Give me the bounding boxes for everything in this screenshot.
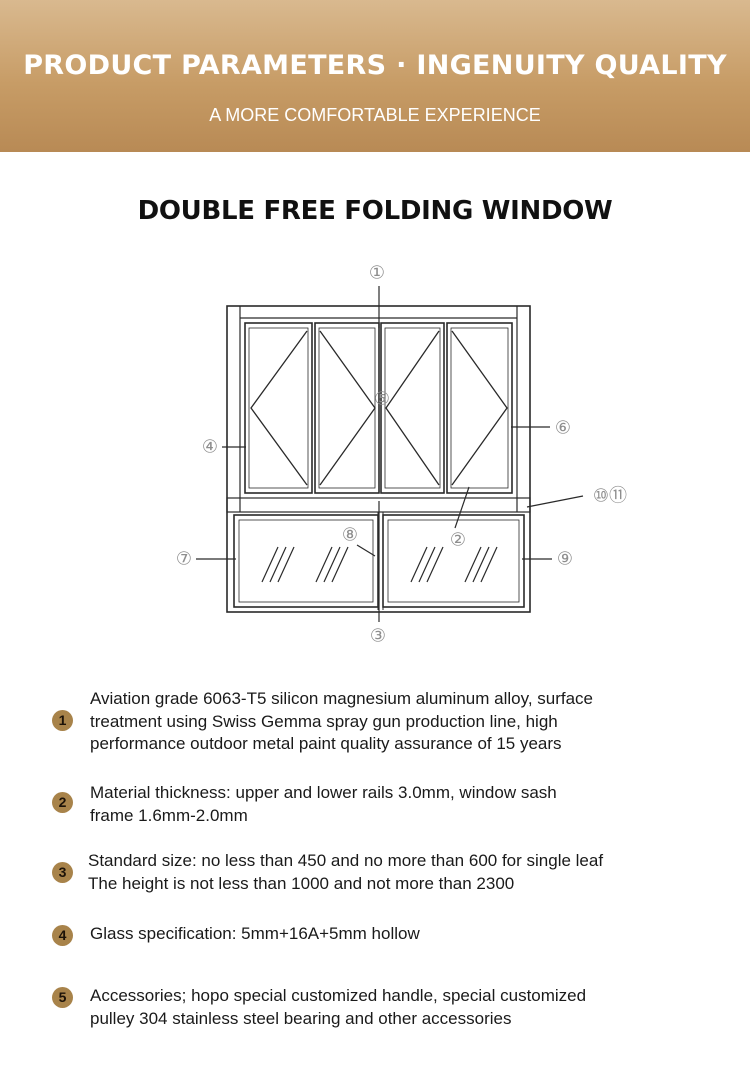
header-banner: PRODUCT PARAMETERS · INGENUITY QUALITY A… — [0, 0, 750, 152]
callout-10-11: ⑩⑪ — [593, 486, 627, 507]
callout-4: ④ — [202, 437, 218, 458]
product-title: DOUBLE FREE FOLDING WINDOW — [137, 196, 613, 226]
fold-line-3 — [385, 330, 440, 486]
callout-1: ① — [369, 263, 385, 284]
callout-8: ⑧ — [342, 525, 358, 546]
banner-title: PRODUCT PARAMETERS · INGENUITY QUALITY — [23, 50, 727, 81]
banner-subtitle: A MORE COMFORTABLE EXPERIENCE — [209, 105, 541, 125]
folding-pane-4 — [446, 322, 513, 494]
folding-pane-3 — [380, 322, 445, 494]
spec-badge: 1 — [52, 710, 73, 731]
callout-6: ⑥ — [555, 418, 571, 439]
folding-pane-1 — [244, 322, 313, 494]
window-diagram: ① ② ③ ④ ⑤ ⑥ ⑦ ⑧ ⑨ ⑩⑪ — [176, 263, 627, 647]
spec-text: Standard size: no less than 450 and no m… — [88, 851, 604, 893]
fold-line-2 — [319, 330, 376, 486]
spec-text: Accessories; hopo special customized han… — [90, 986, 587, 1028]
spec-text: Material thickness: upper and lower rail… — [90, 783, 557, 825]
glass-hatching — [261, 546, 498, 583]
spec-badge: 3 — [52, 862, 73, 883]
folding-pane-2 — [314, 322, 380, 494]
fold-line-4 — [451, 330, 508, 486]
fold-line-1 — [250, 330, 308, 486]
callout-3: ③ — [370, 626, 386, 647]
spec-text: Aviation grade 6063-T5 silicon magnesium… — [90, 689, 594, 753]
callout-9: ⑨ — [557, 549, 573, 570]
spec-badge: 5 — [52, 987, 73, 1008]
callout-7: ⑦ — [176, 549, 192, 570]
callout-5: ⑤ — [374, 389, 390, 410]
leader-lines — [196, 286, 584, 622]
spec-text: Glass specification: 5mm+16A+5mm hollow — [90, 924, 420, 943]
spec-badge: 2 — [52, 792, 73, 813]
callout-2: ② — [450, 530, 466, 551]
spec-badge: 4 — [52, 925, 73, 946]
